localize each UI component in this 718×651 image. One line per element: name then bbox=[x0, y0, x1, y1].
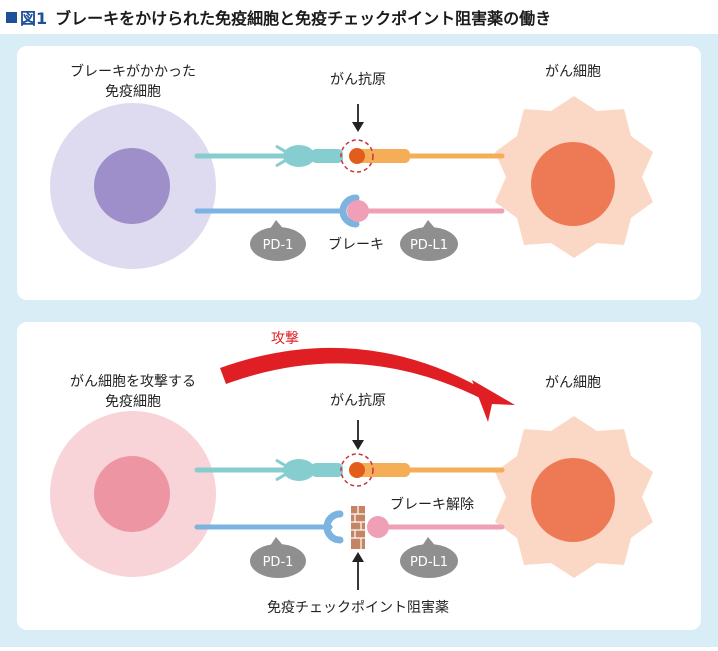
mhc-top bbox=[356, 149, 505, 163]
antigen-bottom-arrow-icon bbox=[352, 420, 364, 450]
pd1-bottom-tag: PD-1 bbox=[250, 537, 306, 578]
pdl1-top bbox=[347, 200, 505, 222]
figure-title: ブレーキをかけられた免疫細胞と免疫チェックポイント阻害薬の働き bbox=[55, 9, 552, 28]
pdl1-top-label: PD-L1 bbox=[410, 238, 448, 253]
tcr-bottom bbox=[194, 458, 343, 482]
figure-number: 図1 bbox=[6, 5, 47, 29]
cancer-cell-bottom-label: がん細胞 bbox=[545, 375, 601, 391]
pd1-top-label: PD-1 bbox=[263, 238, 294, 253]
immune-cell-top-nucleus bbox=[94, 148, 170, 224]
cancer-cell-bottom-nucleus bbox=[531, 458, 615, 542]
cancer-cell-top-label: がん細胞 bbox=[545, 64, 601, 80]
immune-cell-bottom bbox=[50, 411, 216, 577]
brake-release-label: ブレーキ解除 bbox=[390, 496, 474, 513]
pdl1-bottom-tag: PD-L1 bbox=[400, 537, 458, 578]
pd1-bottom-label: PD-1 bbox=[263, 555, 294, 570]
cancer-cell-bottom bbox=[495, 416, 653, 578]
pd1-bottom bbox=[194, 510, 344, 544]
pdl1-bottom-label: PD-L1 bbox=[410, 555, 448, 570]
immune-cell-top-label-line2: 免疫細胞 bbox=[105, 84, 161, 100]
panel-bottom: 攻撃 がん細胞を攻撃する 免疫細胞 がん細胞 がん抗原 bbox=[17, 322, 701, 630]
mhc-bottom bbox=[356, 463, 505, 477]
figure-header: 図1 ブレーキをかけられた免疫細胞と免疫チェックポイント阻害薬の働き bbox=[0, 0, 718, 34]
figure-marker-icon bbox=[6, 11, 17, 23]
cancer-cell-top-nucleus bbox=[531, 142, 615, 226]
diagram-stage: ブレーキがかかった 免疫細胞 がん細胞 がん抗原 bbox=[0, 34, 718, 647]
antigen-top-label: がん抗原 bbox=[330, 72, 386, 88]
antigen-top-arrow-icon bbox=[352, 104, 364, 132]
immune-cell-bottom-label-line2: 免疫細胞 bbox=[105, 394, 161, 410]
antigen-top-dot bbox=[349, 148, 365, 164]
checkpoint-inhibitor-block bbox=[351, 506, 365, 549]
antigen-top-highlight-ring bbox=[340, 139, 374, 173]
inhibitor-label: 免疫チェックポイント阻害薬 bbox=[267, 600, 449, 616]
tcr-top bbox=[194, 144, 343, 168]
pd1-top bbox=[194, 194, 360, 228]
pd1-top-tag: PD-1 bbox=[250, 220, 306, 261]
immune-cell-bottom-label-line1: がん細胞を攻撃する bbox=[70, 374, 196, 390]
antigen-bottom-label: がん抗原 bbox=[330, 393, 386, 409]
immune-cell-bottom-nucleus bbox=[94, 456, 170, 532]
antigen-bottom-dot bbox=[349, 462, 365, 478]
immune-cell-top bbox=[50, 103, 216, 269]
cancer-cell-top bbox=[495, 96, 653, 258]
immune-cell-top-label-line1: ブレーキがかかった bbox=[70, 63, 196, 80]
attack-label: 攻撃 bbox=[271, 331, 299, 347]
brake-label: ブレーキ bbox=[328, 236, 384, 253]
attack-arrow-icon bbox=[220, 347, 515, 422]
inhibitor-arrow-icon bbox=[352, 552, 364, 590]
pdl1-bottom bbox=[367, 516, 505, 538]
panel-top: ブレーキがかかった 免疫細胞 がん細胞 がん抗原 bbox=[17, 46, 701, 300]
pdl1-top-tag: PD-L1 bbox=[400, 220, 458, 261]
antigen-bottom-highlight-ring bbox=[340, 453, 374, 487]
diagram-svg: ブレーキがかかった 免疫細胞 がん細胞 がん抗原 bbox=[17, 46, 701, 630]
